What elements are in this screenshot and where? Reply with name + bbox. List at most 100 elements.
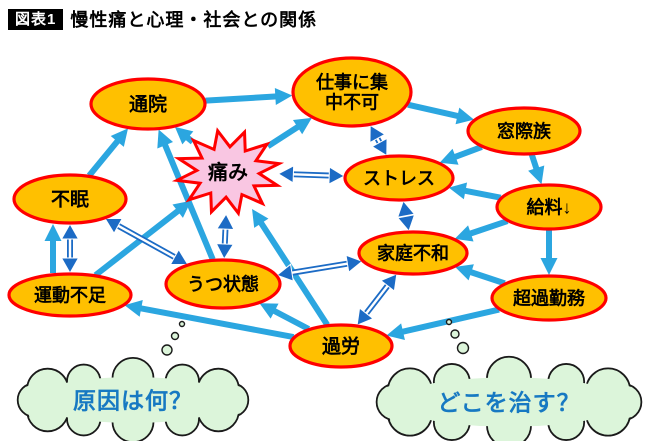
arrow-shigoto-madogiwa <box>407 101 474 125</box>
arrow-head-icon <box>44 224 62 241</box>
arrow-head-icon <box>328 166 346 185</box>
arrow-head-icon <box>157 129 174 149</box>
arrow-shaft <box>132 303 295 341</box>
arrow-head-icon <box>124 300 143 317</box>
arrow-head-icon <box>448 182 468 200</box>
arrow-head-icon <box>396 214 416 233</box>
node-ellipse <box>343 154 455 202</box>
node-label: 不眠 <box>51 189 89 211</box>
arrow-head-icon <box>455 107 474 125</box>
node-label: 過労 <box>322 335 360 358</box>
figure-tag: 図表1 <box>8 8 64 30</box>
arrow-kyuryo-choka <box>540 230 558 275</box>
arrow-head-icon <box>454 225 474 242</box>
node-katei: 家庭不和 <box>357 230 469 276</box>
arrow-madogiwa-kyuryo <box>528 153 545 185</box>
arrow-kyuryo-katei <box>454 218 509 242</box>
double-arrow-fumin-utsu <box>104 217 189 266</box>
arrow-shaft <box>159 136 216 261</box>
node-utsu: うつ状態 <box>164 258 282 310</box>
arrow-head-icon <box>216 213 235 231</box>
arrow-head-icon <box>292 117 312 135</box>
cloud-label: どこを治す？ <box>437 389 580 415</box>
figure-title: 慢性痛と心理・社会との関係 <box>70 10 318 30</box>
arrow-head-icon <box>252 209 269 228</box>
arrow-head-icon <box>356 307 374 327</box>
pain-starburst <box>171 127 285 217</box>
node-label: 運動不足 <box>34 284 106 305</box>
node-ellipse <box>490 274 608 322</box>
arrow-head-icon <box>172 200 192 218</box>
node-label: 痛み <box>208 160 248 184</box>
arrow-head-icon <box>369 124 386 144</box>
arrow-head-icon <box>528 165 545 185</box>
node-itami: 痛み <box>171 127 285 217</box>
node-stress: ストレス <box>343 154 455 202</box>
node-undo: 運動不足 <box>7 272 133 318</box>
arrow-head-icon <box>455 264 474 281</box>
cloud-label: 原因は何？ <box>73 387 193 413</box>
double-arrow-stress-katei <box>396 199 416 233</box>
arrow-head-icon <box>104 217 124 235</box>
cloud-body <box>32 377 234 423</box>
thought-bubble-trail-right <box>445 318 470 355</box>
node-ellipse <box>291 56 413 128</box>
arrow-choka-katei <box>455 264 506 287</box>
node-label: 窓際族 <box>497 120 552 141</box>
node-tsuin: 通院 <box>89 77 207 131</box>
arrow-itami-shigoto <box>266 117 312 149</box>
double-arrow-shigoto-stress <box>369 124 388 157</box>
arrow-itami-tsuin <box>174 126 195 145</box>
node-fumin: 不眠 <box>12 173 128 225</box>
arrow-karo-undo <box>124 300 295 341</box>
node-karo: 過労 <box>288 323 394 369</box>
thought-cloud-treat: どこを治す？ <box>375 355 643 446</box>
arrow-head-icon <box>174 126 194 145</box>
double-arrow-utsu-katei <box>276 254 364 282</box>
bubble-dot-icon <box>456 341 470 355</box>
arrow-head-icon <box>396 199 416 218</box>
clouds-layer: 原因は何？ どこを治す？ <box>16 355 643 446</box>
arrow-head-icon <box>276 263 294 282</box>
bubble-dot-icon <box>178 320 186 328</box>
bubble-dot-icon <box>445 318 453 326</box>
arrow-head-icon <box>277 164 295 184</box>
arrow-tsuin-shigoto <box>205 88 293 105</box>
arrow-head-icon <box>379 273 398 292</box>
thought-bubble-trail-left <box>161 320 186 356</box>
arrow-head-icon <box>60 222 80 240</box>
node-ellipse <box>288 323 394 369</box>
arrow-choka-karo <box>386 306 500 340</box>
node-label: 仕事に集中不可 <box>315 71 389 112</box>
double-arrow-katei-karo <box>356 273 398 327</box>
node-ellipse <box>7 272 133 318</box>
arrow-head-icon <box>540 258 558 275</box>
node-ellipse <box>89 77 207 131</box>
node-label: うつ状態 <box>187 273 259 294</box>
arrow-head-icon <box>345 254 364 274</box>
arrow-head-icon <box>386 323 405 340</box>
arrow-fumin-tsuin <box>86 128 129 178</box>
arrow-undo-fumin <box>44 224 62 273</box>
edges-layer <box>44 88 558 341</box>
cloud-body <box>392 377 626 427</box>
bubble-trails-layer <box>161 318 470 356</box>
double-arrow-shaft-gap <box>363 282 391 317</box>
arrow-utsu-tsuin <box>157 129 216 261</box>
arrow-shaft <box>205 93 284 104</box>
double-arrow-shaft-gap <box>288 262 351 275</box>
node-ellipse <box>495 183 603 231</box>
arrow-madogiwa-stress <box>439 144 483 165</box>
arrow-karo-utsu <box>259 303 311 332</box>
node-kyuryo: 給料↓ <box>495 183 603 231</box>
arrow-head-icon <box>259 303 279 319</box>
bubble-dot-icon <box>450 329 460 339</box>
node-label: ストレス <box>363 168 435 188</box>
arrow-shaft <box>407 101 466 121</box>
arrow-head-icon <box>60 257 80 275</box>
node-choka: 超過勤務 <box>490 274 608 322</box>
thought-cloud-cause: 原因は何？ <box>16 356 250 444</box>
arrow-kyuryo-stress <box>448 182 502 201</box>
